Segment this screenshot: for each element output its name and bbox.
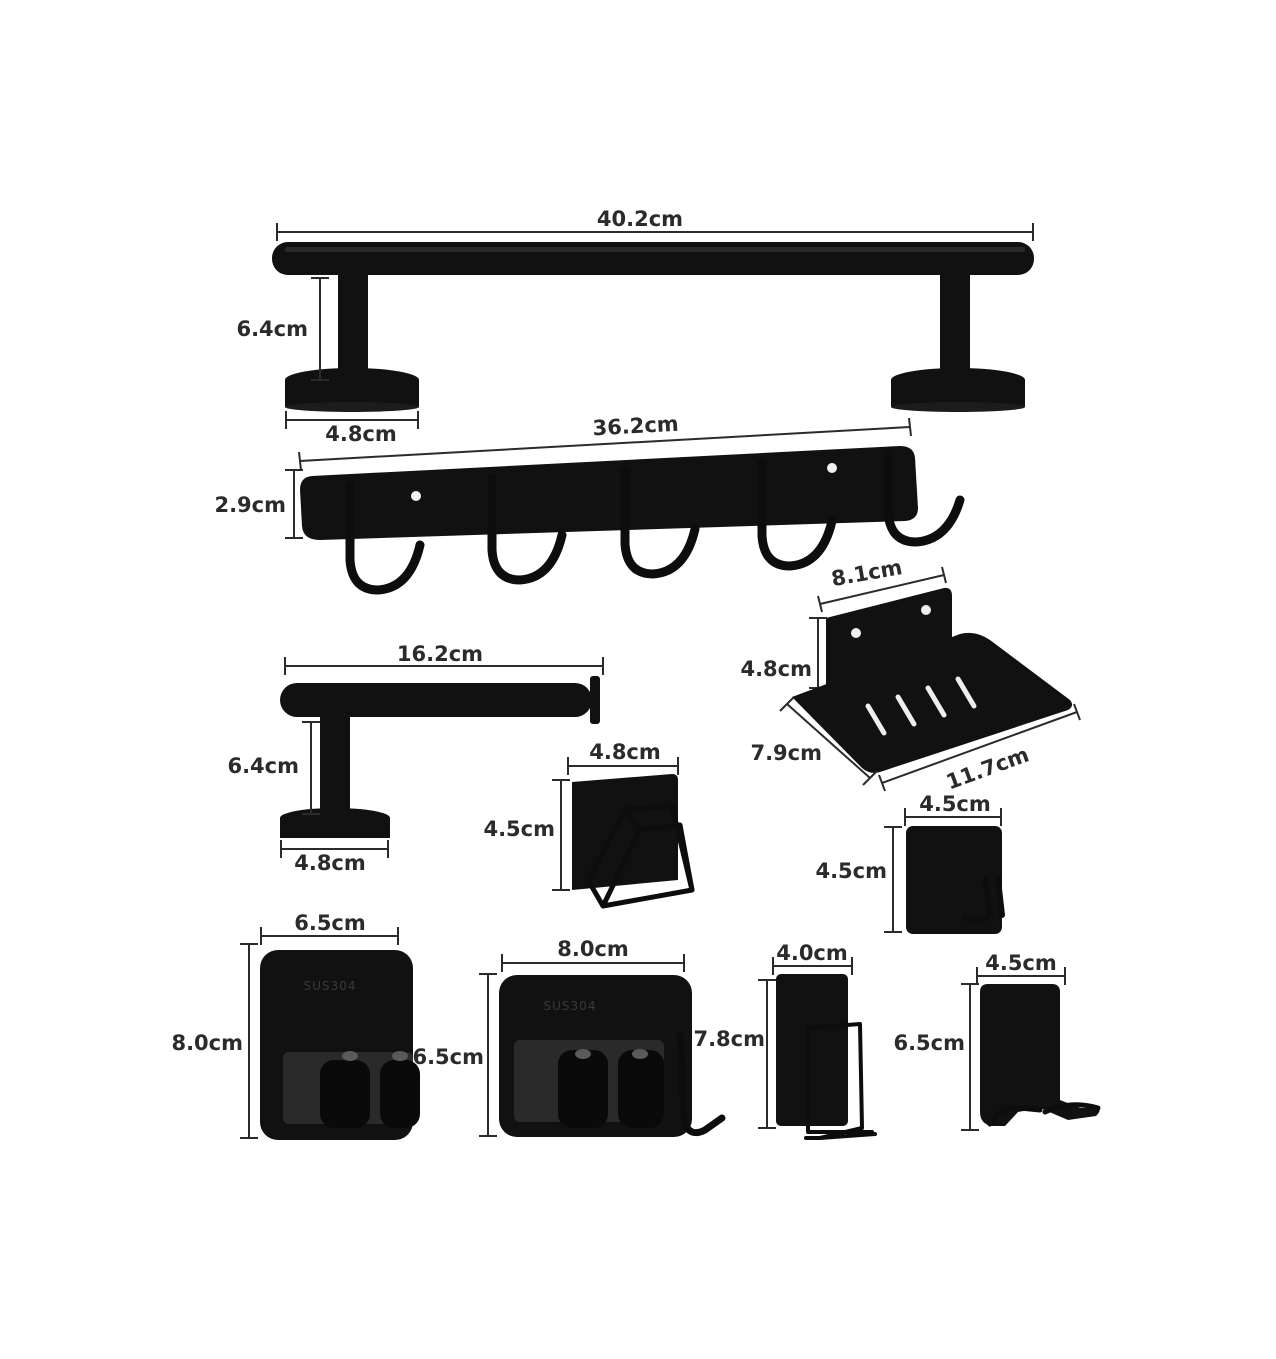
mop-holder-small-height-dimension: 8.0cm [171, 943, 258, 1139]
double-hook-width-dimension: 4.5cm [976, 951, 1066, 985]
mop-holder-small: 6.5cm 8.0cm SUS304 [171, 911, 420, 1140]
soap-dish-back-height-dimension: 4.8cm [740, 617, 827, 689]
soap-dish-back-height-label: 4.8cm [740, 657, 812, 681]
hook-rail-length-dimension: 36.2cm [298, 412, 912, 471]
mop-holder-large: 8.0cm 6.5cm SUS304 [412, 937, 726, 1137]
double-hook-height-label: 6.5cm [893, 1031, 965, 1055]
paper-holder: 16.2cm 6.4cm 4.8cm [227, 642, 604, 875]
toothbrush-holder-height-dimension: 7.8cm [693, 979, 776, 1129]
sponge-holder-width-dimension: 4.8cm [567, 740, 679, 775]
double-hook: 4.5cm 6.5cm [893, 951, 1101, 1131]
sponge-holder: 4.8cm 4.5cm [483, 740, 695, 909]
towel-bar-height-label: 6.4cm [236, 317, 308, 341]
hook-rail: 36.2cm 2.9cm [214, 412, 965, 595]
single-hook-height-label: 4.5cm [815, 859, 887, 883]
toothbrush-holder-width-label: 4.0cm [776, 941, 848, 965]
toothbrush-holder: 4.0cm 7.8cm [693, 941, 877, 1140]
mop-holder-small-height-label: 8.0cm [171, 1031, 243, 1055]
paper-holder-length-dimension: 16.2cm [284, 642, 604, 675]
toothbrush-holder-width-dimension: 4.0cm [772, 941, 853, 975]
mop-holder-large-stamp: SUS304 [544, 999, 597, 1013]
mop-holder-large-height-label: 6.5cm [412, 1045, 484, 1069]
double-hook-width-label: 4.5cm [985, 951, 1057, 975]
mop-holder-small-width-dimension: 6.5cm [260, 911, 399, 945]
sponge-holder-height-dimension: 4.5cm [483, 779, 570, 891]
mop-holder-small-width-label: 6.5cm [294, 911, 366, 935]
soap-dish-back-width-label: 8.1cm [829, 555, 904, 591]
mop-holder-small-stamp: SUS304 [304, 979, 357, 993]
hook-rail-height-dimension: 2.9cm [214, 469, 303, 539]
single-hook-height-dimension: 4.5cm [815, 826, 902, 933]
soap-dish-front-width-label: 11.7cm [943, 742, 1032, 794]
paper-holder-base-dimension: 4.8cm [280, 840, 389, 875]
towel-bar-height-dimension: 6.4cm [236, 277, 329, 381]
mop-holder-large-width-label: 8.0cm [557, 937, 629, 961]
sponge-holder-height-label: 4.5cm [483, 817, 555, 841]
toothbrush-holder-height-label: 7.8cm [693, 1027, 765, 1051]
soap-dish: 8.1cm 4.8cm 7.9cm 11. [740, 555, 1081, 794]
towel-bar: 40.2cm 6.4cm 4.8cm [236, 207, 1034, 446]
soap-dish-depth-dimension: 7.9cm [750, 696, 878, 786]
double-hook-height-dimension: 6.5cm [893, 983, 979, 1131]
sponge-holder-width-label: 4.8cm [589, 740, 661, 764]
towel-bar-length-dimension: 40.2cm [276, 207, 1034, 241]
paper-holder-length-label: 16.2cm [397, 642, 483, 666]
towel-bar-base-dimension: 4.8cm [285, 411, 419, 446]
single-hook-width-dimension: 4.5cm [904, 792, 1002, 826]
paper-holder-base-label: 4.8cm [294, 851, 366, 875]
towel-bar-base-label: 4.8cm [325, 422, 397, 446]
paper-holder-height-dimension: 6.4cm [227, 721, 320, 815]
mop-holder-large-width-dimension: 8.0cm [501, 937, 685, 972]
hook-rail-length-label: 36.2cm [592, 412, 679, 441]
hook-rail-height-label: 2.9cm [214, 493, 286, 517]
soap-dish-depth-label: 7.9cm [750, 741, 822, 765]
paper-holder-height-label: 6.4cm [227, 754, 299, 778]
single-hook: 4.5cm 4.5cm [815, 792, 1005, 934]
single-hook-width-label: 4.5cm [919, 792, 991, 816]
towel-bar-length-label: 40.2cm [597, 207, 683, 231]
mop-holder-large-height-dimension: 6.5cm [412, 973, 497, 1137]
